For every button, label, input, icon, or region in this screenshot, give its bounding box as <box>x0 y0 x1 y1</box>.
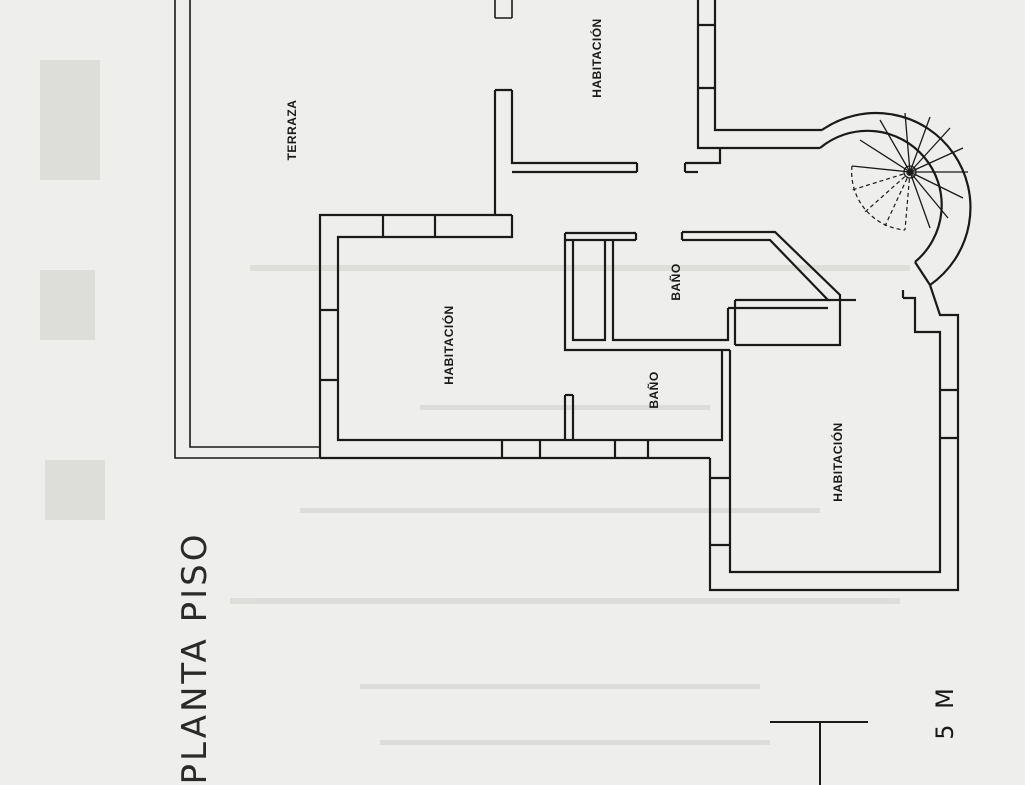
room-label-habitacion-left: HABITACIÓN <box>441 305 456 384</box>
plan-title: PLANTA PISO <box>175 532 215 785</box>
walls-top-bedroom <box>493 0 822 215</box>
terrace-outline <box>174 0 513 459</box>
walls-bathrooms <box>563 230 856 442</box>
room-label-habitacion-right: HABITACIÓN <box>830 422 845 501</box>
bleed-through-texture <box>40 60 910 745</box>
room-label-terraza: TERRAZA <box>285 100 299 161</box>
spiral-staircase <box>819 111 972 286</box>
room-label-bano-upper: BAÑO <box>668 263 683 300</box>
walls-left-bedroom <box>318 213 710 460</box>
room-label-bano-lower: BAÑO <box>646 371 661 408</box>
room-label-habitacion-top: HABITACIÓN <box>589 18 604 97</box>
stair-treads <box>851 112 968 229</box>
scale-bar-label: 5 M <box>931 684 959 740</box>
walls-right-bedroom <box>708 261 960 592</box>
scale-bar: 5 M <box>770 684 959 785</box>
stair-treads-below <box>851 165 911 231</box>
